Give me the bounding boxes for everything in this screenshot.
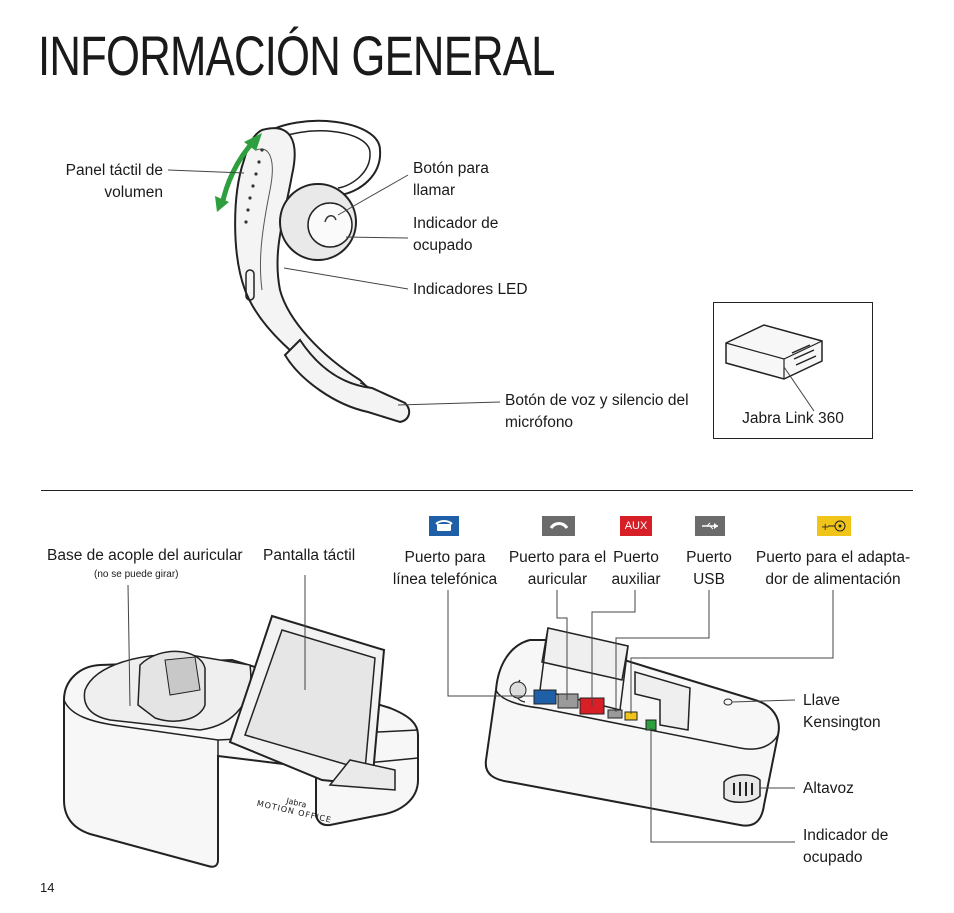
touchscreen-label: Pantalla táctil [263,547,356,564]
dongle-label: Jabra Link 360 [742,410,844,427]
desk-phone-icon [429,516,459,536]
page-number: 14 [40,880,55,895]
handset-icon [542,516,575,536]
power-icon: + [817,516,851,536]
usb-dongle-illustration [725,324,823,412]
aux-icon: AUX [620,516,652,536]
section-divider [41,490,913,491]
page-title: INFORMACIÓN GENERAL [38,24,555,87]
dongle-box: Jabra Link 360 [713,302,873,439]
headset-cradle-label: Base de acople del auricular [47,547,243,564]
port-label-power: Puerto para el adapta-dor de alimentació… [755,549,911,588]
usb-icon [695,516,725,536]
svg-text:+: + [821,522,829,532]
speaker-label: Altavoz [803,780,854,797]
headset-cradle-note: (no se puede girar) [94,569,179,580]
led-indicators-label: Indicadores LED [413,281,528,298]
